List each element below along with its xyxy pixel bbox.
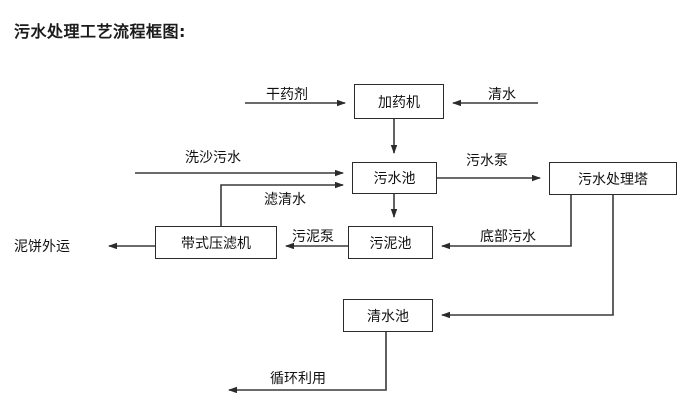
edge-label-recycle-use: 循环利用 [270,371,326,387]
edge-label-filtered-water: 滤清水 [264,192,306,208]
edge-treatment-tower-to-sludge-pool [441,195,572,250]
edge-label-sand-wash-water: 洗沙污水 [185,150,241,166]
node-dosing-machine[interactable]: 加药机 [354,84,444,119]
node-sewage-pool[interactable]: 污水池 [352,162,437,194]
edge-treatment-tower-to-clean-water-pool [441,195,614,319]
edge-label-dry-chemical: 干药剂 [266,87,308,103]
terminal-label-mud-cake-out: 泥饼外运 [14,239,70,255]
node-belt-filter-press[interactable]: 带式压滤机 [155,226,277,259]
node-clean-water-pool[interactable]: 清水池 [343,299,433,332]
node-sludge-pool[interactable]: 污泥池 [348,226,433,259]
edge-belt-filter-press-to-sewage-pool [220,181,344,226]
edge-label-clean-water: 清水 [488,87,516,103]
edge-label-sludge-pump: 污泥泵 [292,229,334,245]
node-label: 污泥池 [369,235,412,252]
node-label: 清水池 [367,308,409,325]
edge-label-bottom-sewage: 底部污水 [480,229,536,245]
node-treatment-tower[interactable]: 污水处理塔 [549,162,677,195]
node-label: 带式压滤机 [181,235,251,252]
page-title: 污水处理工艺流程框图: [14,22,186,41]
node-label: 污水处理塔 [578,171,648,188]
edge-label-sewage-pump: 污水泵 [466,153,508,169]
node-label: 污水池 [373,171,416,187]
edge-clean-water-pool-to-recycle [228,332,387,394]
node-label: 加药机 [378,94,420,111]
